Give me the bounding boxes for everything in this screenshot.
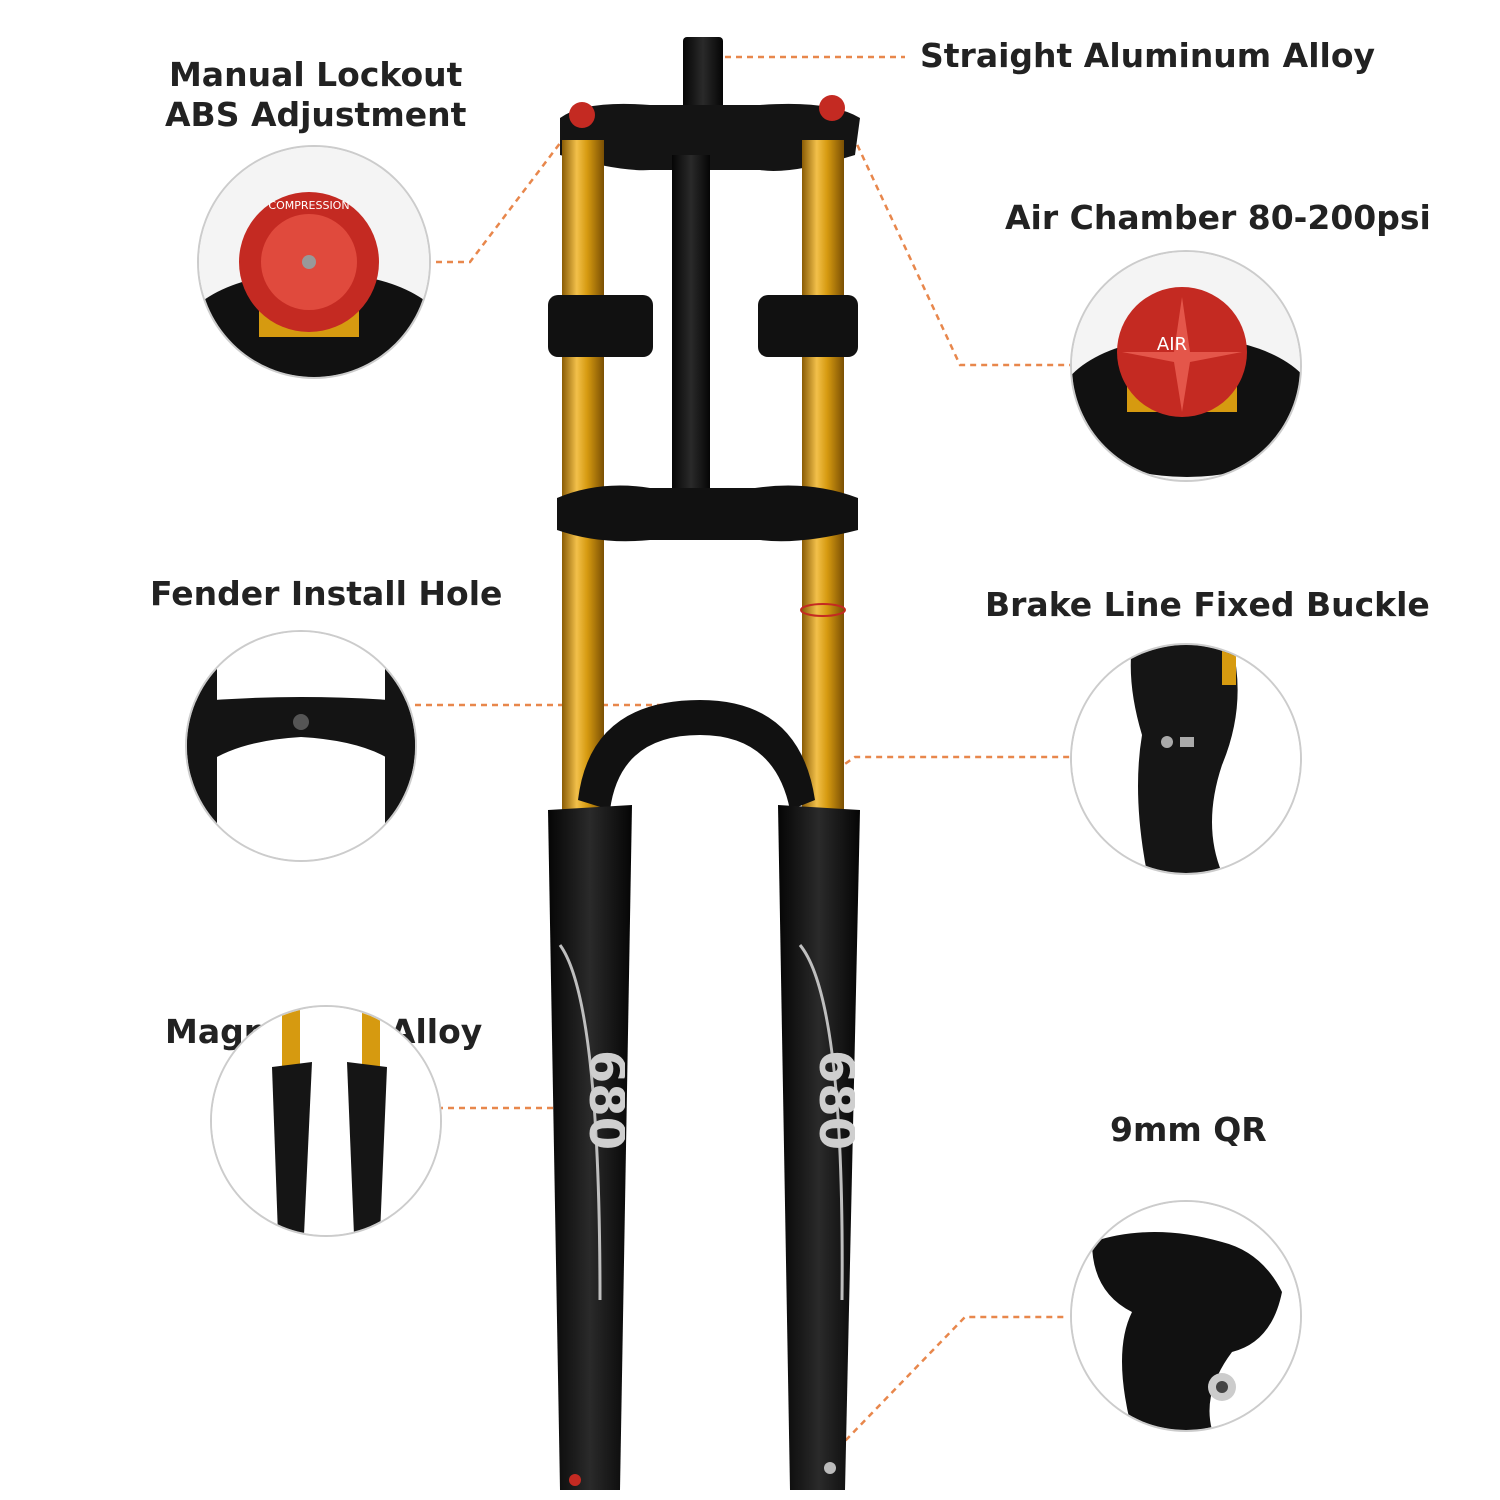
fork-model-left: 680: [555, 1030, 634, 1170]
label-air-chamber: Air Chamber 80-200psi: [1005, 198, 1431, 237]
leader-qr: [814, 1315, 1065, 1473]
leader-lockout: [425, 129, 571, 264]
detail-brake-buckle: [1070, 643, 1302, 875]
detail-compression-knob: COMPRESSION: [197, 145, 431, 379]
model-number-right: 680: [808, 1050, 855, 1150]
detail-fender-hole: [185, 630, 417, 862]
label-manual-lockout: Manual Lockout ABS Adjustment: [165, 55, 466, 134]
label-fender-install-hole: Fender Install Hole: [150, 574, 503, 613]
detail-9mm-qr: [1070, 1200, 1302, 1432]
detail-air-cap: AIR: [1070, 250, 1302, 482]
label-manual-lockout-line1: Manual Lockout: [168, 55, 463, 94]
leader-air: [846, 124, 1070, 367]
fork-model-right: 680: [785, 1030, 864, 1170]
label-brake-line-fixed-buckle: Brake Line Fixed Buckle: [985, 585, 1430, 624]
compression-text: COMPRESSION: [268, 199, 349, 212]
label-manual-lockout-line2: ABS Adjustment: [165, 94, 467, 134]
label-straight-aluminum-alloy: Straight Aluminum Alloy: [920, 36, 1376, 75]
model-number-left: 680: [578, 1050, 625, 1150]
label-9mm-qr: 9mm QR: [1110, 1110, 1267, 1149]
detail-fork-legs: [210, 1005, 442, 1237]
air-cap-text: AIR: [1157, 334, 1187, 355]
